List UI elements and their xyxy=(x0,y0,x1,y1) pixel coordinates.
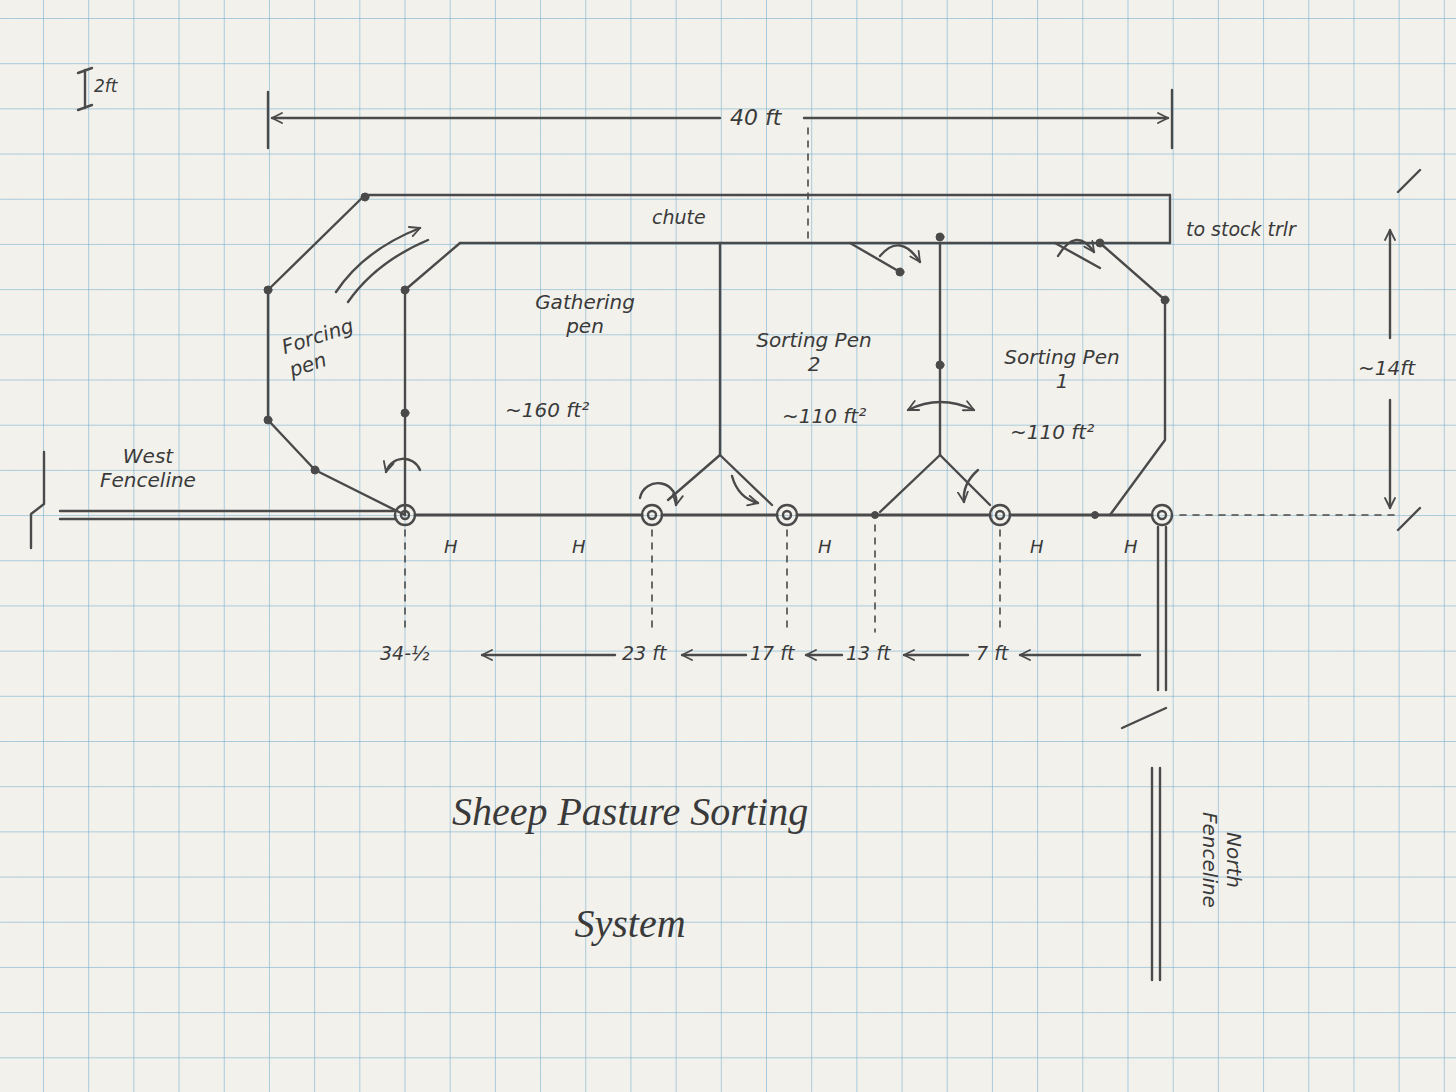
pen-name: chute xyxy=(652,206,706,229)
gate-swing xyxy=(640,483,676,505)
dimension-label: 13 ft xyxy=(846,642,890,665)
pen-wall xyxy=(1169,195,1171,243)
dimension-label: 7 ft xyxy=(976,642,1008,665)
dimension-label: 40 ft xyxy=(730,105,781,131)
pen-wall xyxy=(939,243,941,455)
pen-wall xyxy=(405,243,460,515)
north-fence xyxy=(1152,768,1160,980)
fence-post xyxy=(996,511,1004,519)
post-dot xyxy=(936,233,944,241)
pen-wall xyxy=(719,243,721,455)
hinge-mark: H xyxy=(1030,536,1044,558)
area-label: ~160 ft² xyxy=(505,398,589,422)
fence-post xyxy=(1152,505,1172,525)
pen-wall xyxy=(365,194,1170,196)
pen-name: Gathering pen xyxy=(520,290,650,338)
pen-wall xyxy=(460,242,1170,244)
post-dot xyxy=(1092,512,1099,519)
fence-label: West Fenceline xyxy=(88,444,208,492)
dimension-line xyxy=(1389,230,1391,338)
dimension-label: ~14ft xyxy=(1358,356,1415,380)
fence-label: North Fenceline xyxy=(1198,800,1246,920)
pen-name: Forcing pen xyxy=(279,310,374,382)
dimension-tick xyxy=(1398,170,1420,530)
pen-region: Gathering pen ~160 ft² xyxy=(405,243,720,515)
pen-wall xyxy=(850,243,900,272)
fence-post xyxy=(648,511,656,519)
center-line xyxy=(807,128,809,240)
pen-wall xyxy=(1100,243,1165,515)
area-label: ~110 ft² xyxy=(782,404,866,428)
hinge-mark: H xyxy=(572,536,586,558)
break-symbol xyxy=(31,452,44,548)
note-label: to stock trlr xyxy=(1186,218,1296,241)
hinge-mark: H xyxy=(818,536,832,558)
gate-swing xyxy=(386,459,420,472)
pen-region: Forcing pen xyxy=(268,195,405,515)
pen-wall xyxy=(268,195,405,515)
area-label: ~110 ft² xyxy=(1010,420,1094,444)
dimension-line xyxy=(272,117,720,119)
scale-label: 2ft xyxy=(94,76,117,96)
pen-name: Sorting Pen 2 xyxy=(752,328,876,376)
extension-line xyxy=(1180,514,1400,516)
dimension-line xyxy=(806,654,842,656)
post-dot xyxy=(872,512,879,519)
scale-bar xyxy=(78,68,92,110)
chute-band: chute xyxy=(365,195,1170,243)
fence-post xyxy=(777,505,797,525)
dimension-label: 34-½ xyxy=(380,642,429,665)
pen-outline xyxy=(940,243,1165,515)
pen-wall xyxy=(1055,243,1100,268)
fence-post xyxy=(1158,511,1166,519)
gate-swing xyxy=(880,245,920,262)
extension-line xyxy=(405,525,1000,632)
north-fence xyxy=(1158,527,1166,690)
break-symbol xyxy=(1122,708,1166,728)
west-fence xyxy=(60,511,396,519)
dimension-label: 17 ft xyxy=(750,642,794,665)
dimension-line xyxy=(482,654,615,656)
pen-outline xyxy=(365,195,1170,243)
pen-outline xyxy=(405,243,720,515)
flow-arrow xyxy=(348,240,428,302)
hinge-mark: H xyxy=(1124,536,1138,558)
pen-wall xyxy=(940,455,990,505)
pen-region: Sorting Pen 2 ~110 ft² xyxy=(720,243,940,515)
dimension-line xyxy=(904,654,968,656)
pen-name: Sorting Pen 1 xyxy=(1000,345,1124,393)
fence-post xyxy=(642,505,662,525)
hinge-mark: H xyxy=(444,536,458,558)
dimension-line xyxy=(804,117,1168,119)
dimension-label: 23 ft xyxy=(622,642,666,665)
pen-outline xyxy=(720,243,940,515)
pen-region: Sorting Pen 1 ~110 ft² xyxy=(940,243,1165,515)
pen-wall xyxy=(668,455,720,500)
fence-post xyxy=(990,505,1010,525)
flow-arrow xyxy=(336,228,420,292)
dimension-line xyxy=(1389,400,1391,508)
dimension-line xyxy=(1020,654,1140,656)
dimension-line xyxy=(682,654,746,656)
pen-wall xyxy=(880,455,940,512)
title: Sheep Pasture Sorting System xyxy=(430,756,830,980)
dimension-tick xyxy=(268,90,1172,148)
pen-wall xyxy=(720,455,772,505)
fence-post xyxy=(783,511,791,519)
